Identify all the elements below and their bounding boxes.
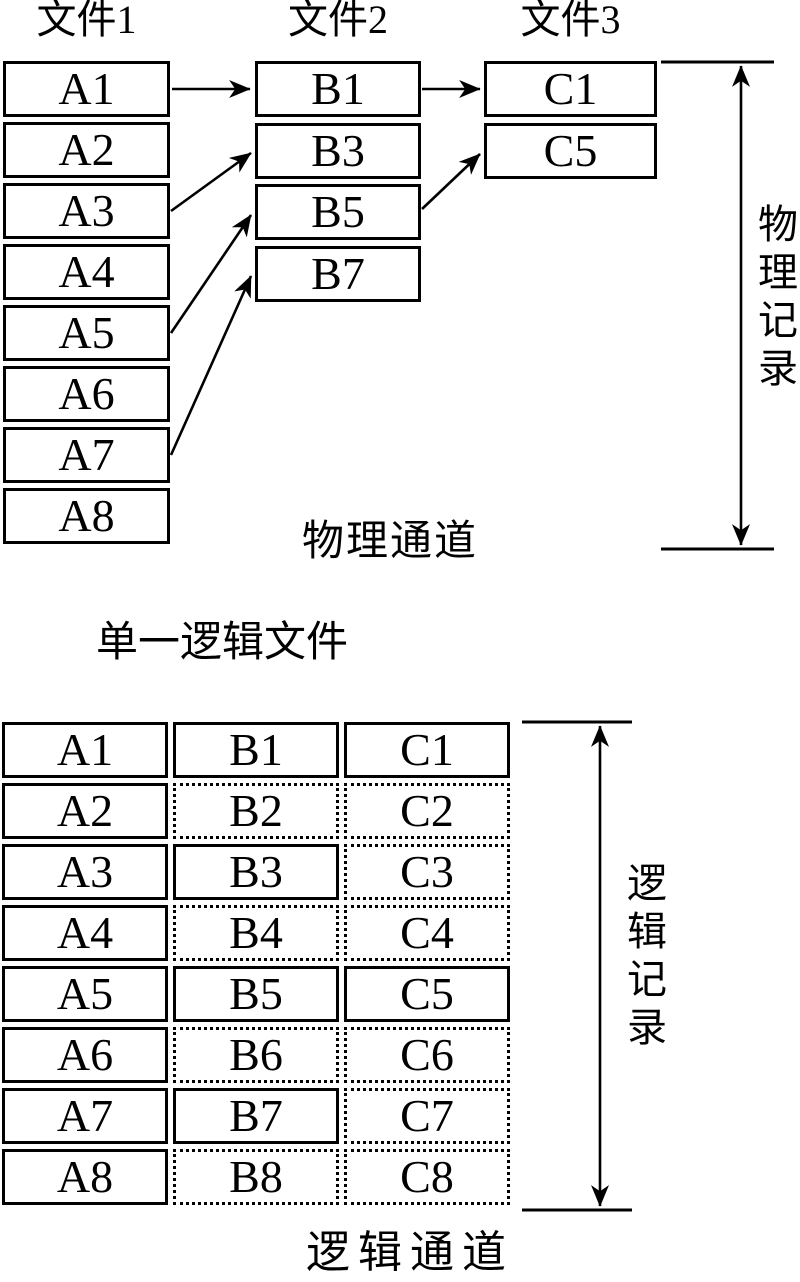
logical-cell-a6: A6 [2,1027,168,1083]
logical-cell-a1: A1 [2,722,168,778]
file2-header: 文件2 [288,0,388,42]
logical-cell-c4: C4 [344,905,510,961]
record-box-a4: A4 [3,244,170,300]
record-box-a3: A3 [3,183,170,239]
logical-cell-a5: A5 [2,966,168,1022]
record-box-a8: A8 [3,488,170,544]
logical-cell-c8: C8 [344,1149,510,1205]
physical-record-label: 物理记录 [758,202,798,391]
logical-cell-a2: A2 [2,783,168,839]
logical-cell-c3: C3 [344,844,510,900]
record-box-c5: C5 [484,123,657,179]
logical-cell-b5: B5 [173,966,339,1022]
arrow-a3-b3 [170,151,252,213]
logical-cell-c2: C2 [344,783,510,839]
logical-cell-c5: C5 [344,966,510,1022]
logical-cell-a7: A7 [2,1088,168,1144]
logical-cell-b1: B1 [173,722,339,778]
file1-header: 文件1 [36,0,137,42]
record-box-b1: B1 [255,61,421,117]
arrow-a5-b5 [169,214,253,334]
record-box-a7: A7 [3,427,170,483]
logical-channel-label: 逻辑通道 [306,1228,514,1277]
logical-cell-a8: A8 [2,1149,168,1205]
logical-cell-c7: C7 [344,1088,510,1144]
record-box-c1: C1 [484,61,657,117]
logical-record-label: 逻辑记录 [627,861,667,1050]
logical-cell-b2: B2 [173,783,339,839]
logical-cell-b6: B6 [173,1027,339,1083]
logical-cell-b3: B3 [173,844,339,900]
logical-cell-b4: B4 [173,905,339,961]
record-box-a2: A2 [3,122,170,178]
record-box-b7: B7 [255,246,421,302]
logical-cell-b7: B7 [173,1088,339,1144]
file3-header: 文件3 [520,0,621,42]
record-box-b3: B3 [255,123,421,179]
logical-cell-c6: C6 [344,1027,510,1083]
logical-cell-b8: B8 [173,1149,339,1205]
record-box-a6: A6 [3,366,170,422]
logical-cell-c1: C1 [344,722,510,778]
arrow-a7-b7 [169,275,253,456]
physical-channel-label: 物理通道 [301,519,478,565]
logical-cell-a4: A4 [2,905,168,961]
logical-cell-a3: A3 [2,844,168,900]
record-box-b5: B5 [255,184,421,240]
single-logical-file-title: 单一逻辑文件 [96,620,349,666]
record-box-a1: A1 [3,61,170,117]
arrow-b5-c5 [421,153,481,210]
record-box-a5: A5 [3,305,170,361]
